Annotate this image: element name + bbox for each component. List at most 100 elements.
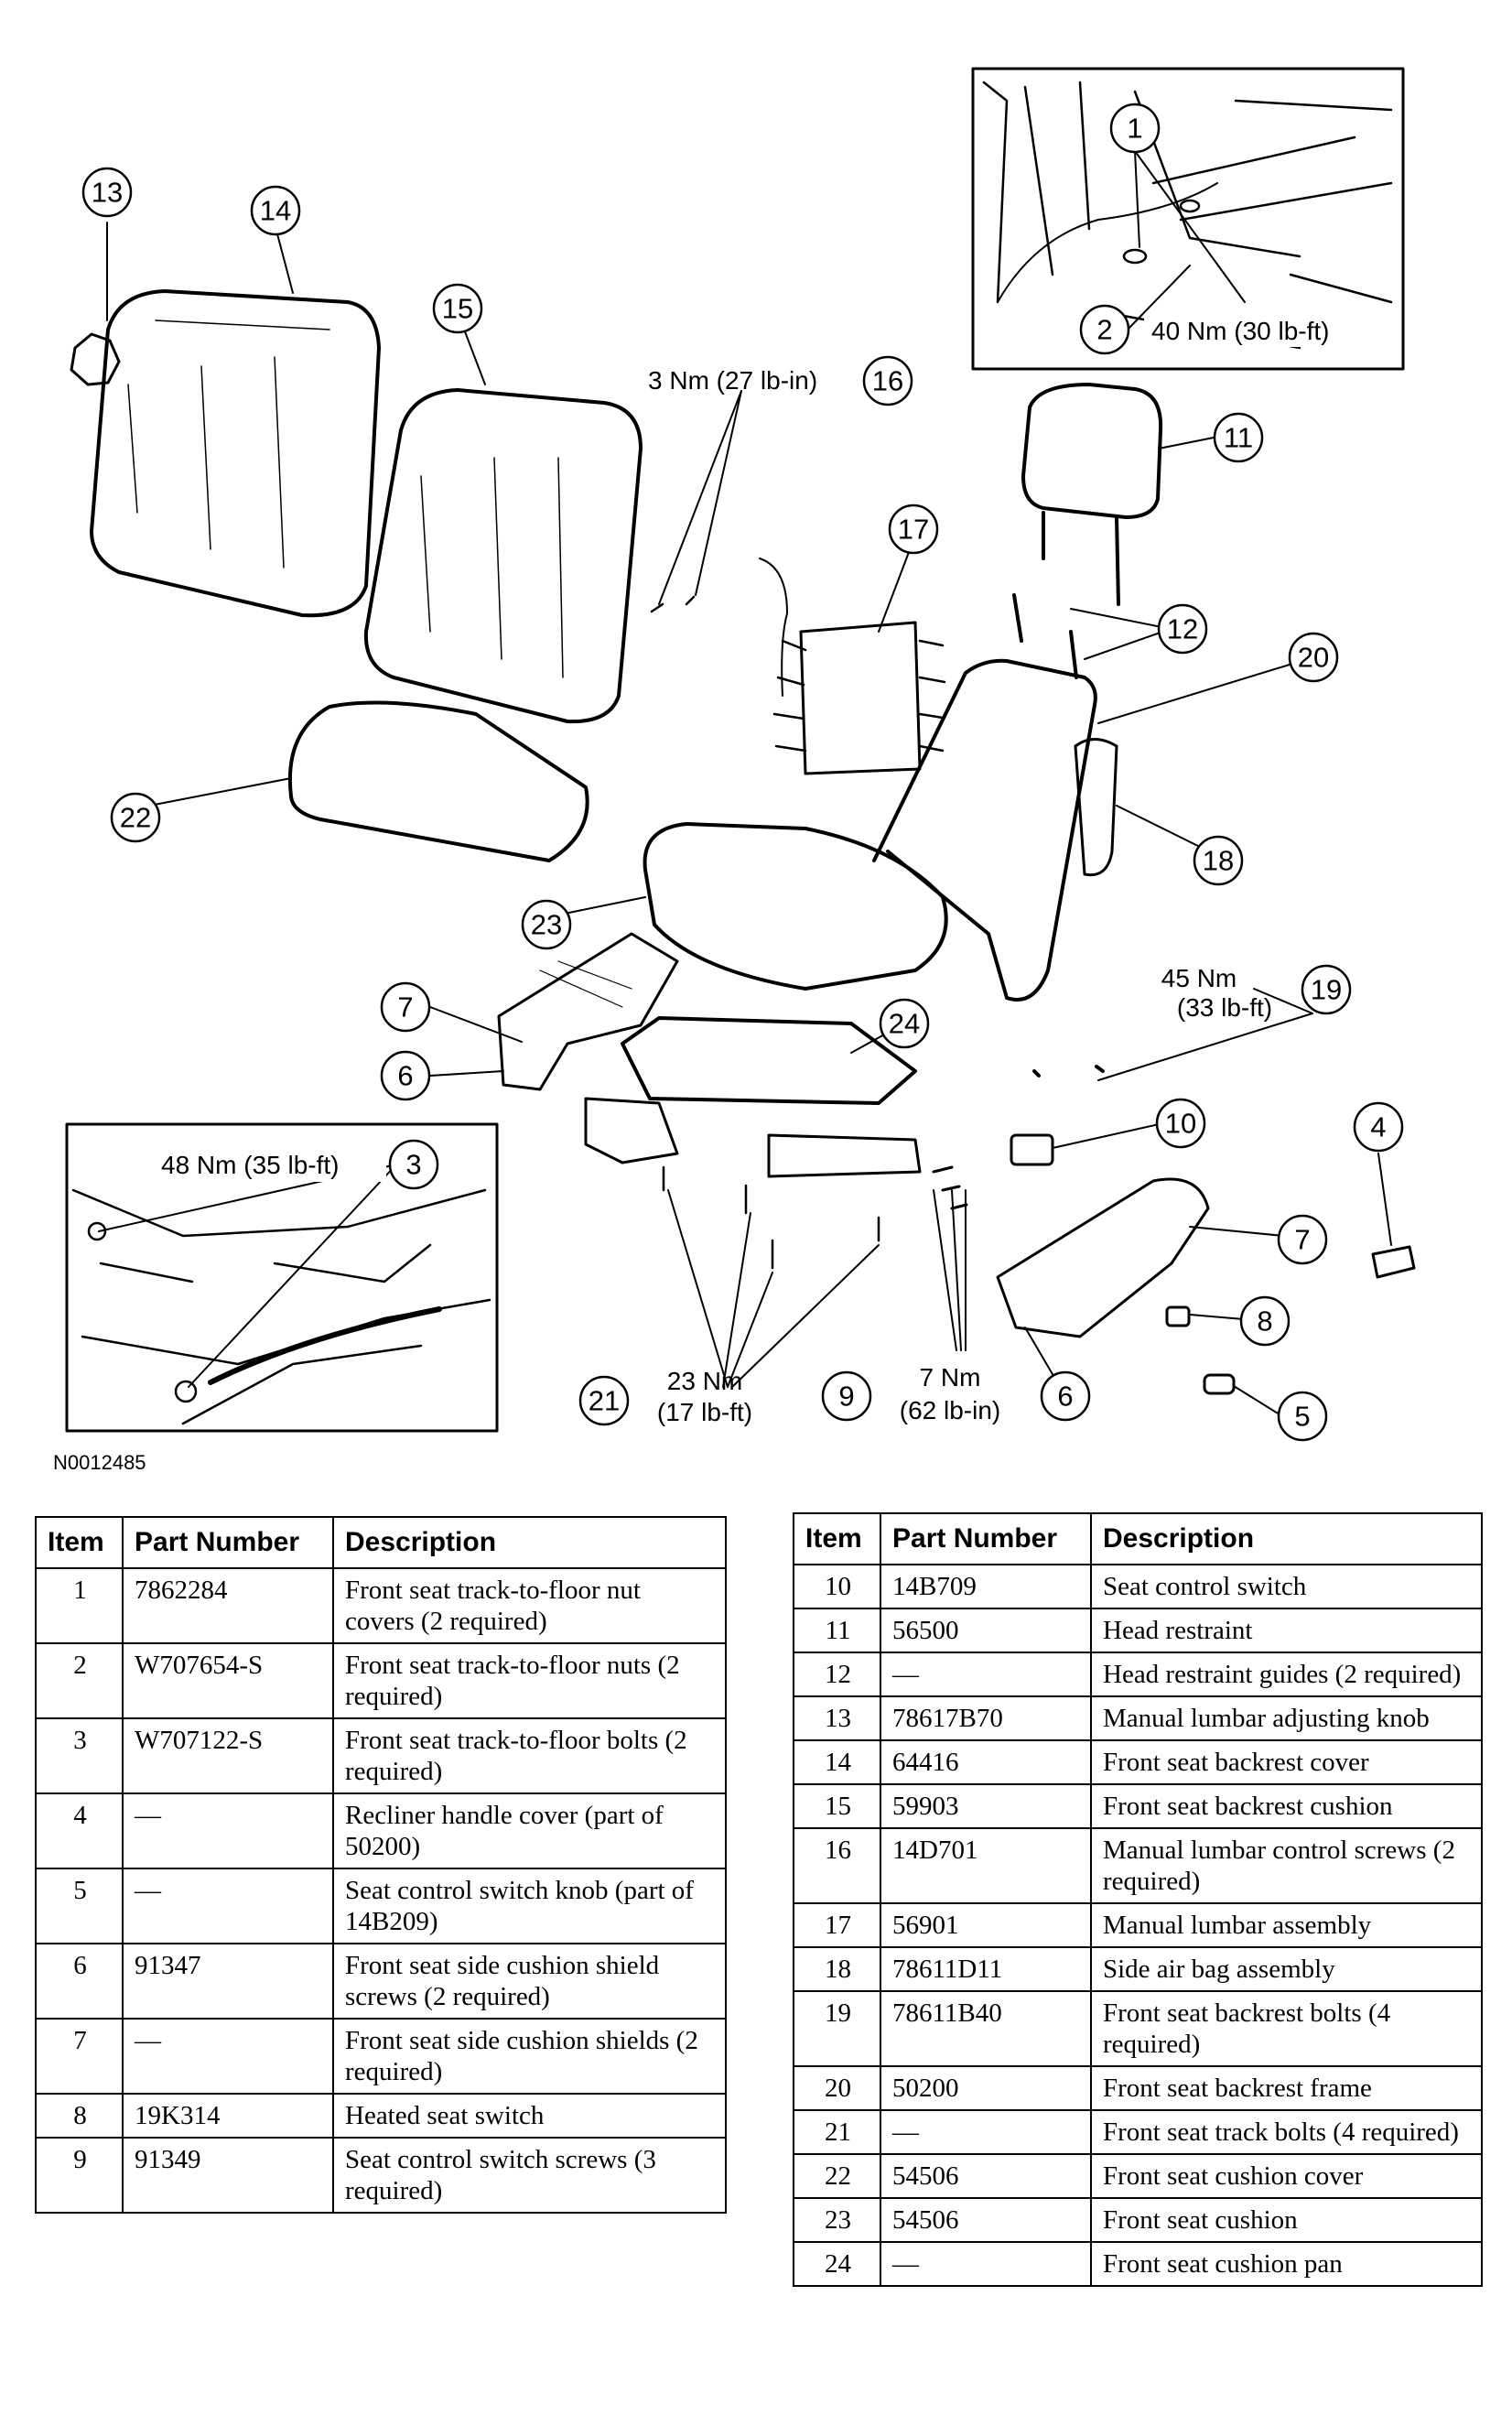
description-cell: Front seat side cushion shields (2 requi… — [332, 2018, 727, 2095]
part-number-cell: 91349 — [122, 2137, 334, 2214]
lumbar-knob — [70, 332, 121, 386]
part-number-cell: — — [880, 1652, 1092, 1697]
backrest-frame — [872, 658, 1097, 1002]
description-cell: Front seat track bolts (4 required) — [1090, 2109, 1483, 2155]
inset-floor-nuts — [971, 67, 1405, 371]
part-number-cell: 19K314 — [122, 2093, 334, 2139]
description-cell: Head restraint — [1090, 1608, 1483, 1653]
item-cell: 3 — [35, 1717, 124, 1794]
torque-2: 40 Nm (30 lb-ft) — [1151, 317, 1330, 345]
description-cell: Front seat backrest cushion — [1090, 1783, 1483, 1829]
callout-22: 22 — [120, 802, 151, 834]
item-cell: 10 — [793, 1564, 881, 1609]
item-cell: 24 — [793, 2241, 881, 2287]
callout-23: 23 — [531, 909, 562, 941]
part-number-cell: 78611D11 — [880, 1946, 1092, 1992]
torque-9-nm: 7 Nm — [920, 1363, 981, 1392]
description-cell: Seat control switch knob (part of 14B209… — [332, 1868, 727, 1944]
description-cell: Front seat cushion cover — [1090, 2153, 1483, 2199]
description-cell: Recliner handle cover (part of 50200) — [332, 1792, 727, 1869]
torque-19-lbft: (33 lb-ft) — [1177, 993, 1272, 1022]
description-cell: Front seat track-to-floor nut covers (2 … — [332, 1567, 727, 1644]
item-cell: 7 — [35, 2018, 124, 2095]
callout-21: 21 — [589, 1385, 620, 1417]
side-air-bag — [1074, 738, 1118, 877]
description-cell: Front seat backrest frame — [1090, 2065, 1483, 2111]
callout-11: 11 — [1224, 422, 1253, 454]
part-number-cell: — — [880, 2241, 1092, 2287]
torque-16: 3 Nm (27 lb-in) — [648, 366, 817, 395]
callout-markers — [81, 103, 1404, 1442]
part-number-cell: — — [122, 1868, 334, 1944]
part-number-cell: 54506 — [880, 2197, 1092, 2243]
torque-9-lbin: (62 lb-in) — [900, 1396, 1000, 1424]
seat-cushion-cover — [288, 700, 589, 862]
table-row: 21—Front seat track bolts (4 required) — [793, 2109, 1483, 2155]
item-cell: 1 — [35, 1567, 124, 1644]
callout-8: 8 — [1257, 1305, 1272, 1338]
header-description: Description — [1090, 1512, 1483, 1565]
description-cell: Side air bag assembly — [1090, 1946, 1483, 1992]
item-cell: 20 — [793, 2065, 881, 2111]
description-cell: Front seat track-to-floor bolts (2 requi… — [332, 1717, 727, 1794]
part-number-cell: 59903 — [880, 1783, 1092, 1829]
item-cell: 17 — [793, 1902, 881, 1948]
item-cell: 21 — [793, 2109, 881, 2155]
torque-labels: 40 Nm (30 lb-ft) 48 Nm (35 lb-ft) 3 Nm (… — [157, 314, 1364, 1426]
part-number-cell: 14D701 — [880, 1827, 1092, 1904]
header-item: Item — [793, 1512, 881, 1565]
torque-3: 48 Nm (35 lb-ft) — [161, 1151, 340, 1179]
part-number-cell: W707654-S — [122, 1642, 334, 1719]
callout-5: 5 — [1294, 1401, 1310, 1433]
table-row: 5—Seat control switch knob (part of 14B2… — [35, 1868, 727, 1944]
description-cell: Head restraint guides (2 required) — [1090, 1652, 1483, 1697]
item-cell: 15 — [793, 1783, 881, 1829]
item-cell: 13 — [793, 1695, 881, 1741]
header-part-number: Part Number — [880, 1512, 1092, 1565]
callout-7a: 7 — [397, 991, 413, 1023]
item-cell: 19 — [793, 1990, 881, 2067]
part-number-cell: 91347 — [122, 1943, 334, 2020]
figure-id: N0012485 — [53, 1451, 146, 1474]
callout-16: 16 — [872, 365, 903, 397]
item-cell: 6 — [35, 1943, 124, 2020]
table-row: 7—Front seat side cushion shields (2 req… — [35, 2018, 727, 2095]
inset-track-bolts — [65, 1122, 499, 1433]
part-number-cell: — — [122, 1792, 334, 1869]
description-cell: Heated seat switch — [332, 2093, 727, 2139]
table-row: 24—Front seat cushion pan — [793, 2241, 1483, 2287]
description-cell: Front seat side cushion shield screws (2… — [332, 1943, 727, 2020]
item-cell: 16 — [793, 1827, 881, 1904]
header-part-number: Part Number — [122, 1516, 334, 1569]
callout-numbers: 1 2 3 4 5 6 6 7 7 8 9 10 11 12 13 14 15 … — [92, 113, 1387, 1433]
description-cell: Front seat backrest bolts (4 required) — [1090, 1990, 1483, 2067]
part-number-cell: W707122-S — [122, 1717, 334, 1794]
callout-7b: 7 — [1294, 1224, 1310, 1256]
description-cell: Manual lumbar assembly — [1090, 1902, 1483, 1948]
callout-10: 10 — [1165, 1108, 1196, 1140]
description-cell: Front seat backrest cover — [1090, 1739, 1483, 1785]
backrest-cover — [90, 289, 381, 618]
lumbar-assembly — [759, 558, 946, 775]
callout-17: 17 — [898, 514, 929, 546]
part-number-cell: 64416 — [880, 1739, 1092, 1785]
callout-12: 12 — [1167, 613, 1198, 645]
callout-18: 18 — [1203, 845, 1234, 877]
part-number-cell: 78611B40 — [880, 1990, 1092, 2067]
description-cell: Manual lumbar control screws (2 required… — [1090, 1827, 1483, 1904]
